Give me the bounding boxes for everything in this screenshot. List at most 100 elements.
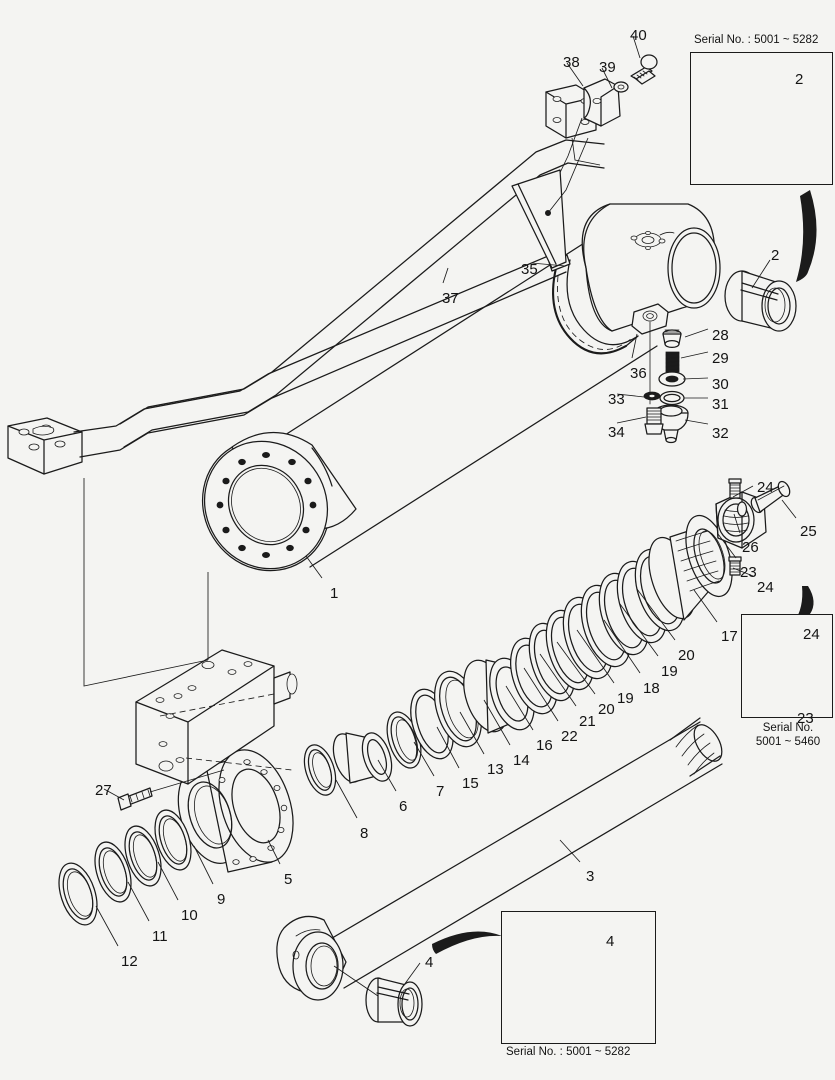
callout-number-27: 27	[95, 782, 112, 799]
callout-number-24: 24	[803, 626, 820, 643]
callout-number-16: 16	[536, 737, 553, 754]
flange-bolt-holes	[216, 451, 317, 559]
callout-number-6: 6	[399, 798, 408, 815]
leader-line-34	[616, 416, 647, 424]
leader-line-10	[157, 861, 179, 901]
leader-line-25	[781, 499, 797, 519]
callout-number-4: 4	[425, 954, 434, 971]
callout-number-39: 39	[599, 59, 616, 76]
callout-number-17: 17	[721, 628, 738, 645]
leader-line-40	[632, 35, 641, 59]
leader-line-36	[631, 333, 638, 359]
callout-number-26: 26	[742, 539, 759, 556]
callout-number-23: 23	[740, 564, 757, 581]
callout-number-23: 23	[797, 710, 814, 727]
leader-line-19	[619, 603, 659, 657]
leader-line-37	[442, 267, 449, 284]
callout-number-14: 14	[513, 752, 530, 769]
callout-number-29: 29	[712, 350, 729, 367]
leader-line-22	[523, 667, 559, 722]
callout-number-12: 12	[121, 953, 138, 970]
grease-nipple-stack	[643, 321, 689, 444]
callout-number-37: 37	[442, 290, 459, 307]
leader-line-13	[459, 711, 485, 755]
backup-ring-12	[58, 862, 98, 926]
callout-number-9: 9	[217, 891, 226, 908]
cylinder-tube-body	[201, 203, 721, 572]
callout-number-38: 38	[563, 54, 580, 71]
callout-number-5: 5	[284, 871, 293, 888]
bolt-40	[630, 54, 658, 85]
callout-number-19: 19	[661, 663, 678, 680]
callout-number-18: 18	[643, 680, 660, 697]
callout-number-3: 3	[586, 868, 595, 885]
callout-number-36: 36	[630, 365, 647, 382]
callout-number-4: 4	[606, 933, 615, 950]
leader-line-3	[559, 839, 581, 863]
callout-arrow-right	[794, 586, 814, 622]
serial-caption-bottom: Serial No. : 5001 ~ 5282	[506, 1046, 631, 1058]
leader-line-18	[603, 619, 641, 674]
callout-number-30: 30	[712, 376, 729, 393]
leader-line-16	[505, 685, 534, 731]
set-screw-24-bottom	[728, 556, 742, 576]
serial-caption-right-lower-line1: Serial No.	[762, 722, 814, 734]
callout-number-21: 21	[579, 713, 596, 730]
grease-pipe-assembly	[7, 84, 605, 475]
callout-number-2: 2	[771, 247, 780, 264]
leader-line-19	[576, 629, 615, 684]
o-ring-11	[94, 841, 132, 903]
leader-line-6	[377, 759, 397, 792]
grease-tube-35	[511, 137, 589, 269]
callout-number-33: 33	[608, 391, 625, 408]
leader-line-2	[751, 259, 771, 289]
washer-39	[613, 81, 629, 93]
piston-17	[648, 514, 733, 621]
leader-line-23	[717, 533, 737, 559]
gland-head-5	[177, 749, 294, 873]
leader-line-24	[732, 567, 754, 577]
callout-number-34: 34	[608, 424, 625, 441]
socket-bolt-27	[117, 769, 225, 811]
callout-number-35: 35	[521, 261, 538, 278]
callout-number-2: 2	[795, 71, 804, 88]
callout-number-32: 32	[712, 425, 729, 442]
callout-number-8: 8	[360, 825, 369, 842]
bushing-4	[333, 965, 423, 1027]
serial-box-frame-top-right	[690, 52, 833, 185]
leader-line-7	[413, 741, 435, 777]
leader-line-14	[483, 699, 511, 746]
callout-number-24: 24	[757, 479, 774, 496]
callout-number-11: 11	[152, 928, 168, 945]
leader-line-38	[566, 62, 584, 87]
serial-caption-top-right: Serial No. : 5001 ~ 5282	[694, 34, 819, 46]
leader-line-8	[335, 779, 358, 819]
o-ring-9	[154, 809, 192, 871]
callout-number-22: 22	[561, 728, 578, 745]
callout-number-20: 20	[678, 647, 695, 664]
leader-line-28	[684, 328, 709, 338]
lock-pin-25	[750, 480, 791, 514]
backup-ring-10	[124, 825, 162, 887]
serial-caption-right-lower-line2: 5001 ~ 5460	[755, 736, 821, 748]
callout-number-15: 15	[462, 775, 479, 792]
serial-box-frame-right-lower	[741, 614, 833, 718]
callout-number-10: 10	[181, 907, 198, 924]
leader-line-33	[616, 393, 645, 398]
piston-rod-3	[276, 717, 723, 1001]
callout-arrow-top	[796, 190, 817, 282]
leader-line-11	[127, 881, 150, 922]
leader-line-5	[267, 839, 281, 865]
callout-number-28: 28	[712, 327, 729, 344]
leader-line-12	[95, 905, 119, 947]
callout-number-24: 24	[757, 579, 774, 596]
callout-number-13: 13	[487, 761, 504, 778]
leader-line-39	[601, 67, 613, 89]
callout-number-1: 1	[330, 585, 339, 602]
leader-line-24	[732, 485, 754, 498]
leader-line-1	[305, 555, 323, 579]
leader-line-21	[539, 653, 577, 707]
callout-number-19: 19	[617, 690, 634, 707]
